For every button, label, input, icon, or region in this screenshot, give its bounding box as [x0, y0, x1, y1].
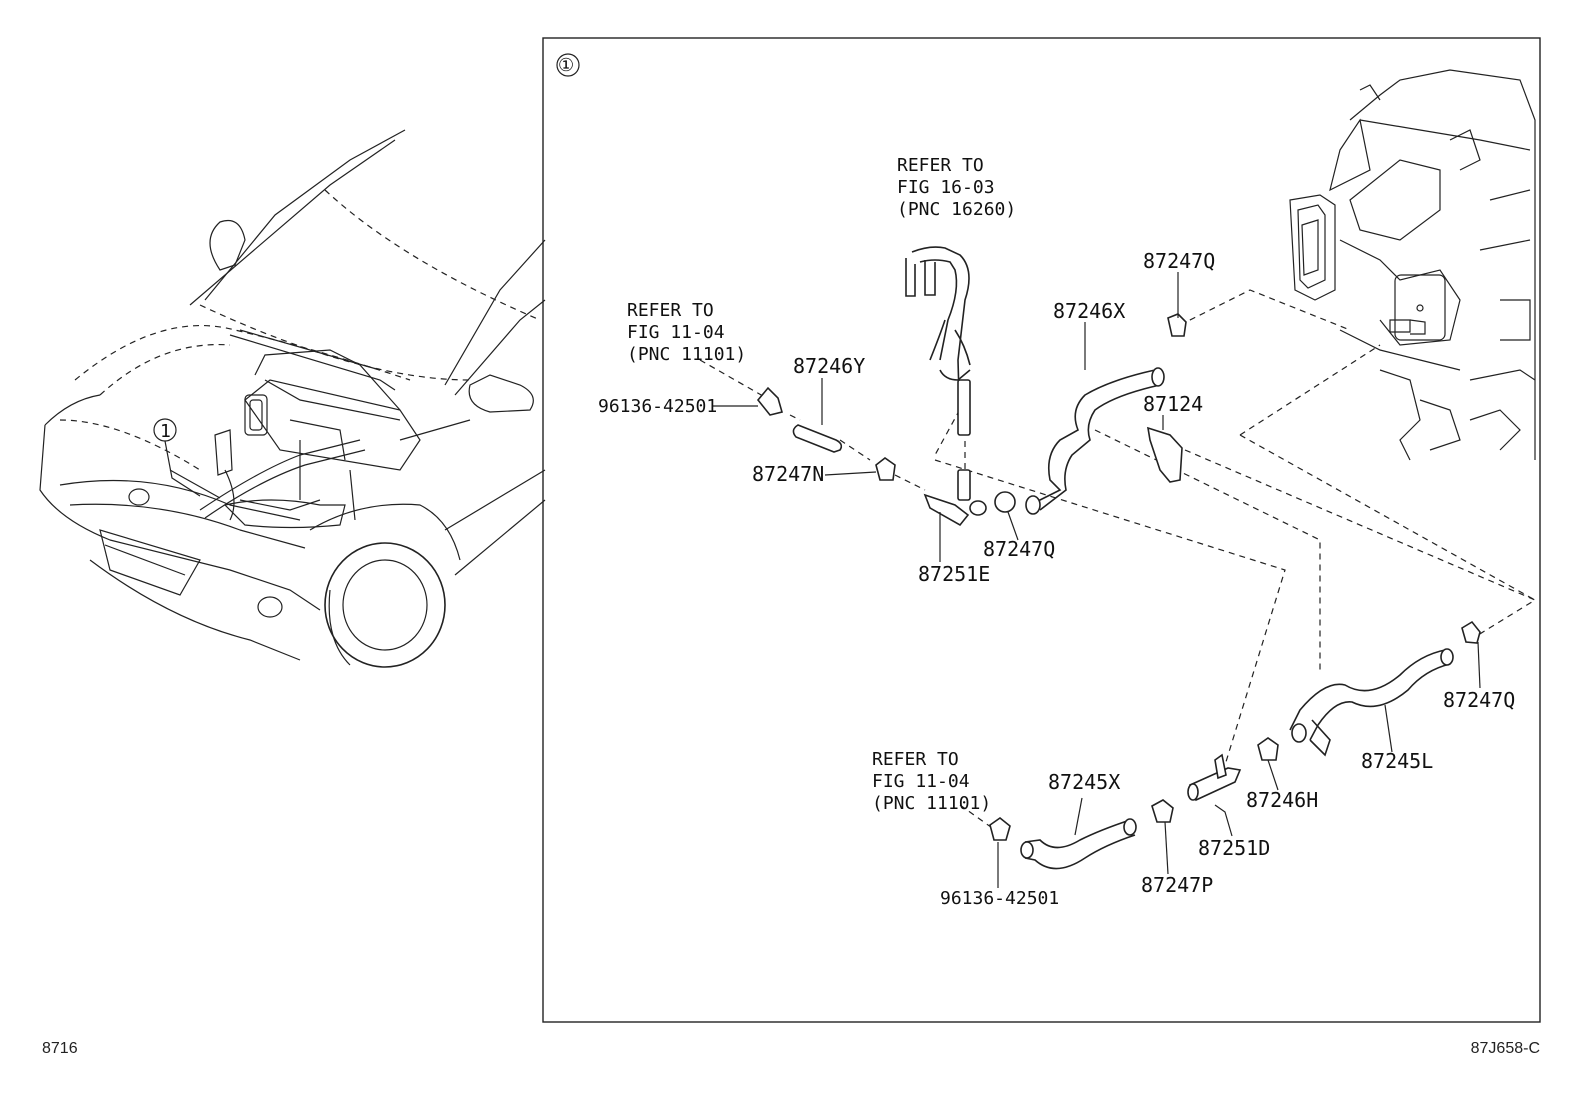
upper-hose-assembly — [756, 246, 1187, 527]
refer-note-fig-11-04-upper: REFER TO FIG 11-04 (PNC 11101) — [627, 300, 746, 365]
svg-text:REFER TO: REFER TO — [627, 300, 714, 321]
refer-note-fig-16-03: REFER TO FIG 16-03 (PNC 16260) — [897, 155, 1016, 220]
part-label: 87124 — [1143, 392, 1203, 416]
part-label: 96136-42501 — [940, 888, 1059, 909]
part-label: 87247N — [752, 462, 824, 486]
part-label: 87247Q — [1143, 249, 1215, 273]
svg-text:FIG 16-03: FIG 16-03 — [897, 177, 995, 198]
refer-note-fig-11-04-lower: REFER TO FIG 11-04 (PNC 11101) — [872, 749, 991, 814]
part-label: 87251D — [1198, 836, 1270, 860]
svg-text:(PNC 16260): (PNC 16260) — [897, 199, 1016, 220]
part-label: 87247P — [1141, 873, 1213, 897]
leader-lines — [699, 289, 1537, 831]
part-label: 87246Y — [793, 354, 865, 378]
hvac-unit-illustration — [1289, 69, 1536, 461]
part-label: 96136-42501 — [598, 396, 717, 417]
svg-text:(PNC 11101): (PNC 11101) — [872, 793, 991, 814]
part-label: 87246H — [1246, 788, 1318, 812]
svg-text:REFER TO: REFER TO — [897, 155, 984, 176]
lower-hose-assembly — [989, 620, 1481, 870]
footer-left-code: 8716 — [42, 1040, 78, 1057]
part-label: 87246X — [1053, 299, 1125, 323]
part-label: 87245L — [1361, 749, 1433, 773]
detail-frame — [542, 37, 1541, 1023]
part-label: 87247Q — [1443, 688, 1515, 712]
svg-text:FIG 11-04: FIG 11-04 — [627, 322, 725, 343]
part-label: 87245X — [1048, 770, 1120, 794]
svg-text:FIG 11-04: FIG 11-04 — [872, 771, 970, 792]
callout-marker: ① — [558, 55, 574, 76]
label-leaders — [712, 272, 1481, 888]
svg-text:REFER TO: REFER TO — [872, 749, 959, 770]
svg-text:1: 1 — [160, 421, 171, 442]
vehicle-overview-illustration: 1 — [39, 129, 546, 668]
part-label: 87251E — [918, 562, 990, 586]
footer-right-code: 87J658-C — [1470, 1040, 1540, 1057]
part-label: 87247Q — [983, 537, 1055, 561]
svg-text:(PNC 11101): (PNC 11101) — [627, 344, 746, 365]
